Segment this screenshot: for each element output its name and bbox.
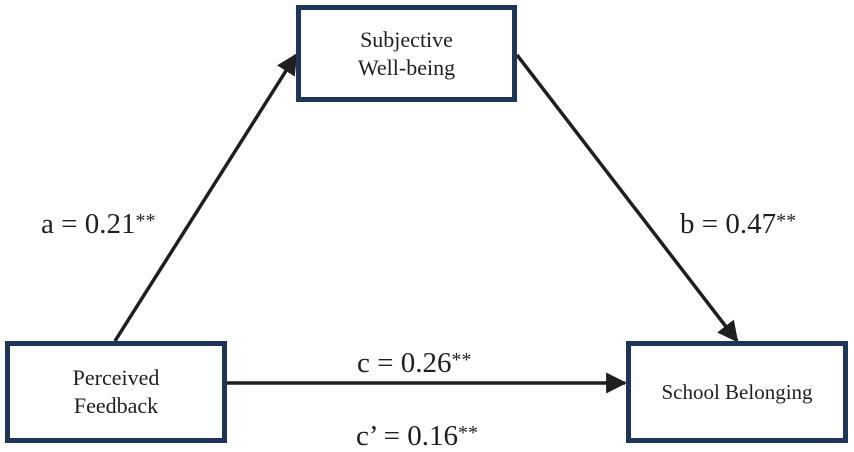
- predictor-label-line1: Perceived: [72, 365, 160, 390]
- path-a-label: a = 0.21**: [41, 205, 155, 240]
- path-c-prime-label: c’ = 0.16**: [356, 417, 478, 452]
- mediator-box: Subjective Well-being: [296, 5, 517, 102]
- arrow-b: [515, 53, 739, 343]
- outcome-label: School Belonging: [661, 380, 813, 404]
- outcome-box: School Belonging: [626, 341, 848, 443]
- predictor-box: Perceived Feedback: [5, 341, 227, 443]
- path-c-prime-significance: **: [457, 422, 478, 444]
- predictor-label-line2: Feedback: [73, 393, 159, 418]
- path-a-significance: **: [135, 210, 156, 232]
- path-c-prime-text: c’ = 0.16: [356, 420, 458, 452]
- mediator-label-line1: Subjective: [360, 26, 453, 52]
- arrow-a: [113, 53, 298, 342]
- path-b-text: b = 0.47: [680, 208, 777, 240]
- path-b-significance: **: [776, 210, 797, 232]
- path-b-label: b = 0.47**: [680, 205, 796, 240]
- path-c-label: c = 0.26**: [357, 344, 471, 379]
- mediator-label-line2: Well-being: [357, 54, 456, 80]
- path-c-significance: **: [451, 349, 472, 371]
- path-a-text: a = 0.21: [41, 208, 136, 240]
- path-c-text: c = 0.26: [357, 347, 452, 379]
